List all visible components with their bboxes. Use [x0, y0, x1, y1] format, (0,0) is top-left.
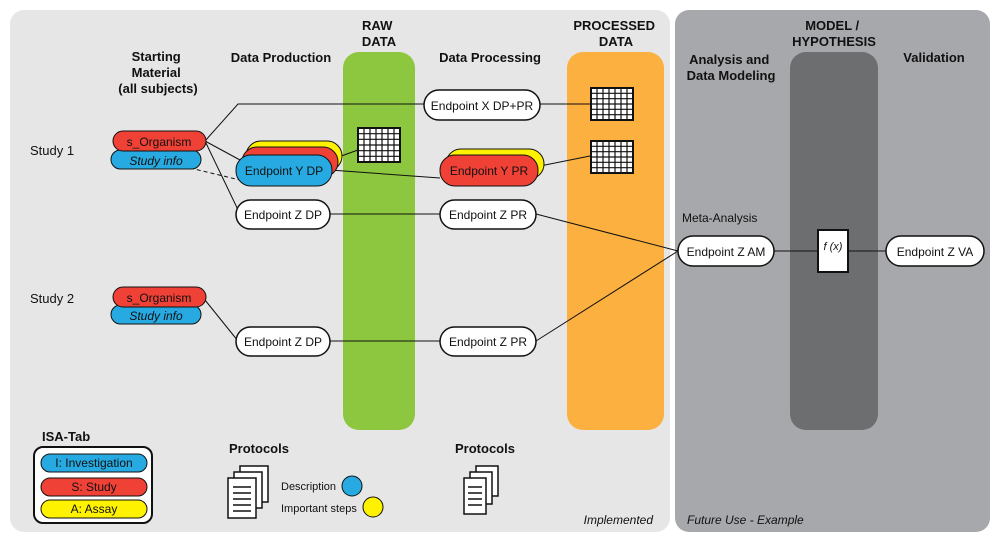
endpoint-z-am-node — [677, 235, 775, 267]
organism-box — [112, 286, 207, 308]
processed-data-grid-icon — [590, 140, 634, 174]
connector-line — [539, 155, 591, 167]
validation-header: Validation — [903, 50, 964, 65]
protocols-label: Protocols — [455, 441, 515, 456]
raw-data-grid-icon — [357, 127, 401, 163]
endpoint-y-dp-node — [235, 154, 333, 187]
endpoint-z-pr-label: Endpoint Z PR — [449, 335, 527, 349]
function-box — [817, 229, 849, 273]
document-stack-icon — [463, 465, 499, 515]
connector-line — [329, 169, 441, 179]
connector-line — [204, 140, 241, 215]
organism-box — [112, 130, 207, 152]
endpoint-x-dppr-node — [423, 89, 541, 121]
future-use-label: Future Use - Example — [687, 513, 804, 527]
endpoint-z-va-node — [885, 235, 985, 267]
investigation-pill — [40, 453, 148, 473]
raw-data-column — [343, 52, 415, 430]
important-steps-label: Important steps — [281, 503, 357, 515]
description-dot — [341, 475, 363, 497]
isa-tab-title: ISA-Tab — [42, 429, 90, 444]
endpoint-y-pr-label: Endpoint Y PR — [450, 164, 529, 178]
data-production-header: Data Production — [231, 50, 331, 65]
analysis-header: Analysis and Data Modeling — [687, 52, 776, 83]
study-pill — [40, 477, 148, 497]
assay-label: A: Assay — [71, 502, 118, 516]
endpoint-z-dp-label: Endpoint Z DP — [244, 208, 322, 222]
assay-pill — [40, 499, 148, 519]
function-label: f (x) — [824, 241, 843, 253]
investigation-label: I: Investigation — [55, 456, 132, 470]
important-steps-dot — [362, 496, 384, 518]
starting-material-header: Starting Material (all subjects) — [118, 49, 197, 96]
connector-line — [204, 103, 424, 142]
connector-line — [204, 140, 241, 161]
study-2-label: Study 2 — [30, 291, 74, 306]
document-stack-icon — [227, 465, 269, 519]
endpoint-z-va-label: Endpoint Z VA — [897, 245, 974, 259]
study-1-label: Study 1 — [30, 143, 74, 158]
meta-analysis-label: Meta-Analysis — [682, 211, 757, 225]
organism-label: s_Organism — [127, 135, 192, 149]
description-label: Description — [281, 481, 336, 493]
endpoint-x-dppr-label: Endpoint X DP+PR — [431, 99, 534, 113]
endpoint-y-pr-node — [439, 154, 539, 187]
processed-data-header: PROCESSED DATA — [573, 18, 658, 49]
data-processing-header: Data Processing — [439, 50, 541, 65]
study-label: S: Study — [71, 480, 116, 494]
connectors — [204, 103, 886, 342]
organism-label: s_Organism — [127, 291, 192, 305]
endpoint-y-dp-label: Endpoint Y DP — [245, 164, 323, 178]
processed-data-grid-icon — [590, 87, 634, 121]
connector-line — [535, 213, 679, 252]
raw-data-header: RAW DATA — [362, 18, 397, 49]
implemented-label: Implemented — [584, 513, 654, 527]
endpoint-z-pr-node — [439, 326, 537, 357]
endpoint-z-pr-node — [439, 199, 537, 230]
study-info-label: Study info — [129, 309, 183, 323]
study-info-label: Study info — [129, 154, 183, 168]
protocols-label: Protocols — [229, 441, 289, 456]
dashed-connector — [189, 167, 241, 181]
endpoint-z-dp-node — [235, 199, 331, 230]
endpoint-z-dp-node — [235, 326, 331, 357]
connector-line — [535, 250, 679, 342]
connector-line — [204, 299, 239, 342]
endpoint-z-pr-label: Endpoint Z PR — [449, 208, 527, 222]
endpoint-z-dp-label: Endpoint Z DP — [244, 335, 322, 349]
endpoint-z-am-label: Endpoint Z AM — [687, 245, 766, 259]
model-header: MODEL / HYPOTHESIS — [792, 18, 876, 49]
